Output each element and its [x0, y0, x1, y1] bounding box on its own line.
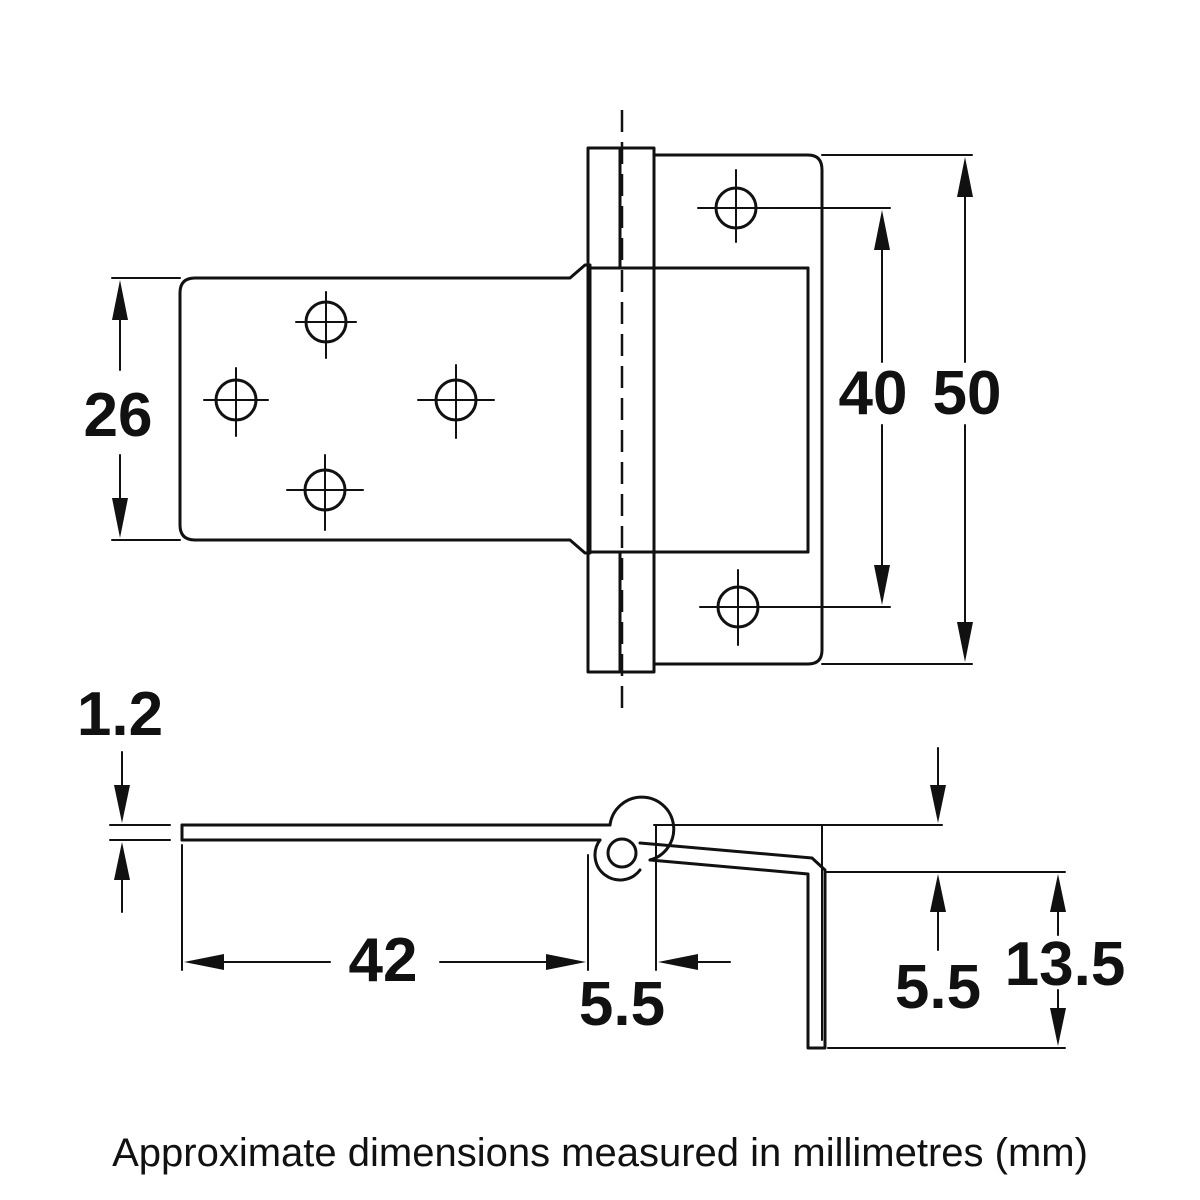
hinge-side-view: 1.2 42 5.5 5.5	[77, 680, 1126, 1050]
dimension-50: 50	[821, 154, 1002, 665]
dimension-label-13-5: 13.5	[1005, 930, 1126, 999]
screw-hole-3	[417, 364, 495, 439]
screw-hole-4	[286, 454, 364, 531]
dimension-label-5-5-right: 5.5	[895, 953, 981, 1022]
dimension-label-26: 26	[84, 381, 153, 450]
dimension-5-5-left: 5.5	[579, 824, 731, 1039]
right-plate-outline	[652, 153, 824, 666]
side-knuckle-outer	[608, 795, 676, 862]
dimension-5-5-right: 5.5	[653, 747, 1066, 1041]
dimension-42: 42	[181, 844, 589, 995]
screw-hole-1	[295, 291, 357, 359]
side-knuckle-inner	[593, 838, 642, 882]
dimension-label-50: 50	[933, 359, 1002, 428]
screw-hole-2	[203, 367, 269, 437]
dimension-label-1-2: 1.2	[77, 680, 163, 749]
caption-text: Approximate dimensions measured in milli…	[112, 1131, 1088, 1175]
side-cranked-leaf	[638, 841, 827, 1050]
screw-hole-5	[697, 169, 776, 243]
dimension-label-40: 40	[839, 359, 908, 428]
screw-hole-6	[699, 569, 779, 646]
dimension-40: 40	[775, 207, 908, 608]
dimension-13-5: 13.5	[827, 874, 1126, 1049]
flap-leaf-outline	[178, 263, 592, 555]
dimension-label-5-5-left: 5.5	[579, 970, 665, 1039]
dimension-1-2: 1.2	[77, 680, 171, 913]
hinge-top-view: 26 40 50	[84, 110, 1002, 715]
side-knuckle-pin	[606, 837, 638, 869]
dimension-label-42: 42	[349, 926, 418, 995]
dimension-26: 26	[84, 277, 181, 541]
